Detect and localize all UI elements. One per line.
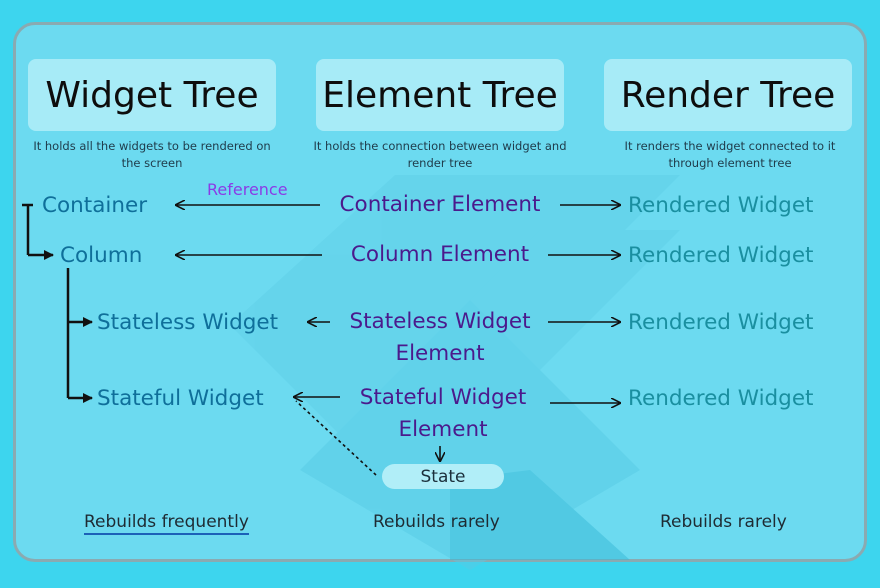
reference-arrows: [176, 205, 340, 397]
element-tree-title: Element Tree: [322, 74, 558, 116]
hierarchy-lines: [22, 203, 93, 403]
render-tree-header: Render Tree: [604, 59, 852, 131]
render-stateful: Rendered Widget: [628, 386, 814, 411]
element-tree-header: Element Tree: [316, 59, 564, 131]
render-stateless: Rendered Widget: [628, 310, 814, 335]
render-column: Rendered Widget: [628, 243, 814, 268]
render-tree-footer: Rebuilds rarely: [660, 512, 787, 532]
widget-tree-footer: Rebuilds frequently: [84, 512, 249, 535]
reference-label: Reference: [207, 180, 288, 199]
widget-stateless: Stateless Widget: [97, 310, 279, 335]
element-column: Column Element: [350, 242, 530, 267]
element-container: Container Element: [339, 192, 541, 217]
render-container: Rendered Widget: [628, 193, 814, 218]
widget-tree-header: Widget Tree: [28, 59, 276, 131]
state-label: State: [420, 466, 466, 487]
widget-tree-title: Widget Tree: [45, 74, 259, 116]
element-stateless: Stateless Widget Element: [349, 309, 531, 366]
render-tree-title: Render Tree: [620, 74, 836, 116]
state-dotted-link: [295, 400, 377, 476]
element-tree-description: It holds the connection between widget a…: [313, 139, 567, 170]
element-stateful: Stateful Widget Element: [359, 385, 527, 442]
render-tree-description: It renders the widget connected to it th…: [624, 139, 836, 170]
state-pill: State: [382, 464, 504, 489]
render-arrows: [548, 205, 620, 403]
flutter-logo-background: [230, 175, 680, 570]
element-tree-footer: Rebuilds rarely: [373, 512, 500, 532]
widget-column: Column: [60, 243, 143, 268]
widget-tree-description: It holds all the widgets to be rendered …: [33, 139, 271, 170]
widget-container: Container: [42, 193, 148, 218]
widget-stateful: Stateful Widget: [97, 386, 264, 411]
